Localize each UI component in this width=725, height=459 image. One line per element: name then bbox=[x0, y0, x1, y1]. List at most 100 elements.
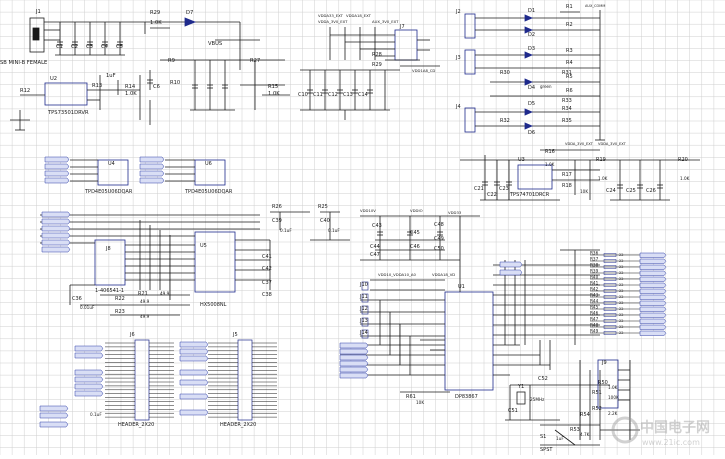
bank-resistor-value: 22 bbox=[619, 265, 623, 269]
net-flag bbox=[639, 330, 667, 336]
bank-resistor-ref: R45 bbox=[590, 305, 599, 310]
magnetics-section bbox=[40, 211, 350, 316]
net-flag bbox=[339, 366, 369, 373]
c51-ref: C51 bbox=[508, 408, 518, 414]
r15-value: 1.0K bbox=[268, 91, 280, 97]
r4-ref: R4 bbox=[566, 60, 573, 66]
jumper-ref: J12 bbox=[359, 306, 368, 312]
r51-value: 100K bbox=[608, 395, 619, 400]
j7-section bbox=[300, 27, 440, 120]
r31-ref: R31 bbox=[562, 70, 572, 76]
u3-labels: U3 TPS74701DRCR R16 R17 R18 R19 R20 1.0K… bbox=[474, 142, 690, 198]
bank-resistor bbox=[603, 283, 617, 287]
j4-ref: J4 bbox=[455, 104, 461, 110]
j5-part: HEADER_2X20 bbox=[220, 422, 256, 428]
c42-ref: C42 bbox=[262, 266, 272, 272]
bank-resistor bbox=[603, 319, 617, 323]
resistor-bank-net-flags bbox=[639, 252, 667, 336]
bank-resistor-value: 22 bbox=[619, 319, 623, 323]
bank-resistor bbox=[603, 265, 617, 269]
r23-ref: R23 bbox=[115, 309, 125, 315]
net-flag bbox=[39, 421, 69, 428]
c37-ref: C37 bbox=[262, 280, 272, 286]
j7-ref: J7 bbox=[399, 24, 405, 30]
net-vdd33: VDD33 bbox=[448, 210, 462, 215]
net-flag bbox=[41, 232, 71, 239]
c38-ref: C38 bbox=[262, 292, 272, 298]
c1-ref: C1 bbox=[56, 44, 63, 50]
r21-value: 49.9 bbox=[160, 291, 170, 296]
r61-value: 10K bbox=[416, 400, 424, 405]
bank-resistor bbox=[603, 331, 617, 335]
net-flag bbox=[41, 225, 71, 232]
c14-ref: C14 bbox=[358, 92, 368, 98]
bank-resistor-ref: R36 bbox=[590, 251, 599, 256]
u5-part: HX5008NL bbox=[200, 302, 227, 308]
phy-labels: U1 DP83867 R61 10K Y1 25MHz C43 C44 C45 … bbox=[360, 208, 619, 453]
net-flag bbox=[179, 379, 209, 386]
c44-ref: C44 bbox=[370, 244, 380, 250]
c25-ref: C25 bbox=[626, 188, 636, 194]
net-vddio: VDDIO bbox=[410, 208, 423, 213]
y1-crystal bbox=[516, 391, 526, 405]
j2-ref: J2 bbox=[455, 9, 461, 15]
net-flag bbox=[139, 177, 165, 184]
net-flag bbox=[339, 348, 369, 355]
bank-resistor bbox=[603, 253, 617, 257]
net-flag bbox=[179, 355, 209, 362]
bank-resistor-ref: R44 bbox=[590, 299, 599, 304]
c2-ref: C2 bbox=[71, 44, 78, 50]
bank-resistor-ref: R39 bbox=[590, 269, 599, 274]
u4-part: TPD4E05U06DQAR bbox=[84, 189, 133, 195]
bank-resistor-value: 22 bbox=[619, 259, 623, 263]
net-flag bbox=[639, 264, 667, 270]
bank-resistor-ref: R40 bbox=[590, 275, 599, 280]
net-flag bbox=[74, 345, 104, 352]
led-labels: J2 J3 J4 D1 D2 D3 D4 D5 D6 R1 R2 R3 R4 R… bbox=[455, 4, 605, 136]
c41-ref: C41 bbox=[262, 254, 272, 260]
jumper-body bbox=[361, 305, 369, 315]
esd-labels: U4 TPD4E05U06DQAR U6 TPD4E05U06DQAR bbox=[84, 161, 233, 195]
bank-resistor-value: 22 bbox=[619, 295, 623, 299]
bank-resistor bbox=[603, 301, 617, 305]
u2-regulator-body bbox=[44, 82, 88, 106]
aux-comm-net: AUX_COMM bbox=[585, 4, 605, 8]
bank-resistor-ref: R37 bbox=[590, 257, 599, 262]
net-flag bbox=[179, 369, 209, 376]
r18-ref: R18 bbox=[562, 183, 572, 189]
bank-resistor-value: 22 bbox=[619, 289, 623, 293]
net-flag bbox=[639, 276, 667, 282]
bank-resistor bbox=[603, 259, 617, 263]
c-value: 1uF bbox=[106, 73, 116, 79]
phy-net-flags bbox=[339, 261, 523, 379]
u2-part: TPS73501DRVR bbox=[47, 110, 89, 116]
j6-body bbox=[134, 339, 150, 421]
led-section bbox=[464, 10, 605, 141]
j5-body bbox=[237, 339, 253, 421]
net-flag bbox=[41, 218, 71, 225]
r1-ref: R1 bbox=[566, 4, 573, 10]
bank-resistor-ref: R47 bbox=[590, 317, 599, 322]
jumper-ref: J11 bbox=[359, 294, 368, 300]
s1-part: SPST bbox=[540, 447, 553, 453]
net-flag bbox=[44, 163, 70, 170]
net-vdda-3v0: VDDA_3V0_EXT bbox=[318, 19, 348, 24]
net-flag bbox=[41, 239, 71, 246]
r16-value: 1.0K bbox=[545, 162, 555, 167]
c48-ref: C48 bbox=[434, 222, 444, 228]
net-flag bbox=[499, 261, 523, 268]
r6-ref: R6 bbox=[566, 88, 573, 94]
c39-ref: C39 bbox=[272, 218, 282, 224]
d2-ref: D2 bbox=[528, 32, 535, 38]
net-flag bbox=[139, 170, 165, 177]
r50-value: 1.0K bbox=[608, 385, 618, 390]
j1-ref: J1 bbox=[35, 9, 41, 15]
j6-ref: J6 bbox=[129, 332, 135, 338]
c10-ref: C10 bbox=[298, 92, 308, 98]
esd-net-flags bbox=[44, 156, 165, 184]
net-flag bbox=[339, 342, 369, 349]
y1-ref: Y1 bbox=[517, 384, 524, 390]
